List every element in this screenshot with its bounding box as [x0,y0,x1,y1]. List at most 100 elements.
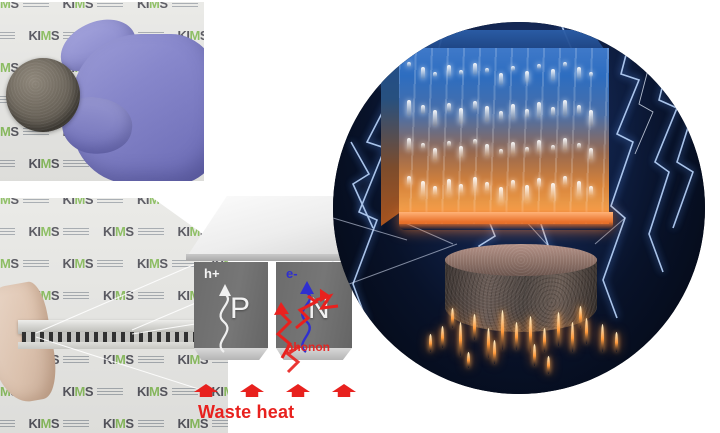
kims-subtext-bars [63,291,90,300]
particle-streak [407,138,411,151]
kims-watermark-row: KIMSKIMSKIMSKIMSKIMS [0,224,228,239]
kims-wordmark: KIMS [177,416,209,431]
ember-spark [529,316,532,352]
kims-wordmark: KIMS [62,384,94,399]
particle-streak [421,105,425,114]
kims-logo: KIMS [29,224,90,239]
ember-spark [493,340,496,364]
kims-subtext-bars [97,387,124,396]
particle-streak [459,70,463,75]
waste-heat-arrow [240,384,264,397]
particle-streak [485,182,489,192]
waste-heat-arrow-group [194,384,364,402]
particle-streak [499,149,503,155]
kims-wordmark: KIMS [62,256,94,271]
kims-logo: KIMS [212,384,228,399]
particle-streak [525,185,529,202]
particle-streak [577,181,581,198]
kims-wordmark: KIMS [137,2,168,11]
kims-logo: KIMS [178,416,228,431]
kims-wordmark: KIMS [28,156,60,171]
phonon-zigzag-icon [274,288,339,374]
particle-streak [499,111,503,120]
particle-streak [589,148,593,161]
nanostructure-cube [381,30,613,230]
kims-wordmark: KIMS [0,124,19,139]
particle-streak [563,138,567,151]
particle-streak [525,71,529,83]
hole-flow-squiggle-icon [219,284,231,353]
particle-streak [447,141,451,147]
particle-streak [551,69,555,81]
kims-wordmark: KIMS [137,384,168,399]
particle-streak [433,186,437,196]
kims-wordmark: KIMS [103,352,134,367]
kims-subtext-bars [63,159,90,168]
particle-streak [525,147,529,153]
particle-streak [537,102,541,118]
waste-heat-arrow [194,384,218,397]
kims-subtext-bars [212,419,228,428]
kims-subtext-bars [0,159,15,168]
kims-logo: KIMS [0,156,15,171]
sintered-pellet-disc [445,244,597,340]
ember-spark [467,352,470,368]
particle-streak [563,100,567,116]
kims-subtext-bars [97,198,124,204]
disc-top-surface [445,244,597,276]
kims-subtext-bars [0,419,15,428]
kims-wordmark: KIMS [103,288,134,303]
ember-spark [459,322,462,356]
particle-streak [551,145,555,151]
kims-wordmark: KIMS [62,198,94,207]
particle-streak [459,108,463,124]
kims-wordmark: KIMS [28,416,60,431]
kims-subtext-bars [97,259,124,268]
te-p-letter: P [230,292,251,325]
kims-wordmark: KIMS [0,256,19,271]
particle-streak [589,72,593,77]
panel-divider [0,181,232,199]
particle-streak [407,176,411,186]
kims-watermark-row: KIMSKIMSKIMSKIMSKIMS [0,2,204,11]
particle-streak [563,176,567,186]
ember-spark [547,356,550,374]
kims-logo: KIMS [137,384,198,399]
particle-streak [537,140,541,153]
kims-logo: KIMS [63,384,124,399]
thermoelectric-pellet [6,58,80,132]
particle-streak [421,143,425,149]
kims-logo: KIMS [0,416,15,431]
particle-streak [511,180,515,190]
te-top-plate-edge [186,254,372,261]
kims-subtext-bars [137,291,164,300]
particle-streak [447,179,451,196]
particle-streak [577,143,581,149]
kims-logo: KIMS [63,198,124,207]
ember-spark [585,318,588,344]
particle-streak [473,177,477,194]
particle-streak [473,139,477,145]
te-p-leg-bottom [194,348,268,360]
particle-streak [421,67,425,79]
kims-subtext-bars [0,31,15,40]
particle-streak [459,184,463,194]
particle-streak [511,104,515,120]
particle-streak [447,65,451,77]
kims-logo: KIMS [63,2,124,11]
particle-streak [421,181,425,198]
particle-streak [589,186,593,196]
kims-subtext-bars [137,227,164,236]
particle-streak [485,144,489,157]
kims-subtext-bars [63,227,90,236]
ember-spark [441,326,444,348]
ember-spark [543,328,546,352]
kims-subtext-bars [0,227,15,236]
particle-streak [577,67,581,79]
particle-streak [433,148,437,161]
circular-inset-illustration [333,22,705,394]
waste-heat-label: Waste heat [198,402,295,422]
kims-logo: KIMS [103,288,164,303]
particle-streak [485,68,489,73]
